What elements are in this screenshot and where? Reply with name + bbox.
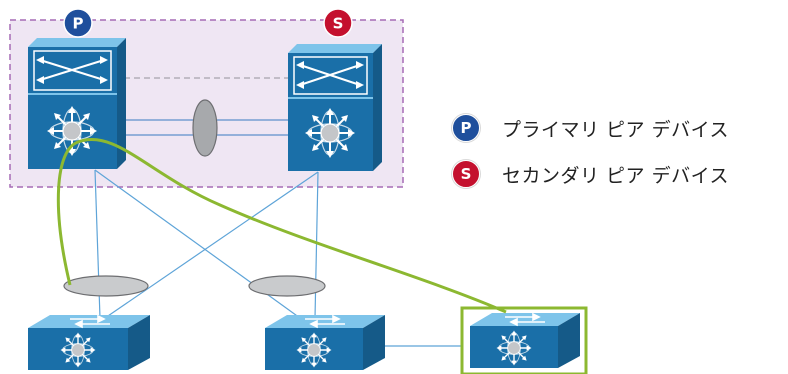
primary-badge-icon: P [452,114,480,142]
access-switch-icon [265,314,385,370]
traffic-path [56,138,507,314]
vpc-port-channel-left [63,275,149,297]
secondary-badge-icon: S [452,160,480,188]
legend-label-primary: プライマリ ピア デバイス [502,118,730,141]
secondary-nexus-switch-icon [288,44,382,171]
vpc-port-channel-right [248,275,326,297]
primary-badge: P [63,8,93,38]
access-switch-icon [28,314,150,370]
peer-link-port-channel [192,99,218,157]
uplink [314,171,319,319]
highlighted-access-switch-icon [460,306,588,374]
svg-text:S: S [333,15,344,33]
uplink [94,169,301,319]
primary-nexus-switch-icon [28,38,126,169]
legend-label-secondary: セカンダリ ピア デバイス [502,164,730,187]
svg-text:P: P [73,15,84,33]
uplink [104,171,319,319]
legend-item-primary: P プライマリ ピア デバイス [452,113,729,143]
secondary-badge: S [323,8,353,38]
legend-item-secondary: S セカンダリ ピア デバイス [452,159,729,189]
